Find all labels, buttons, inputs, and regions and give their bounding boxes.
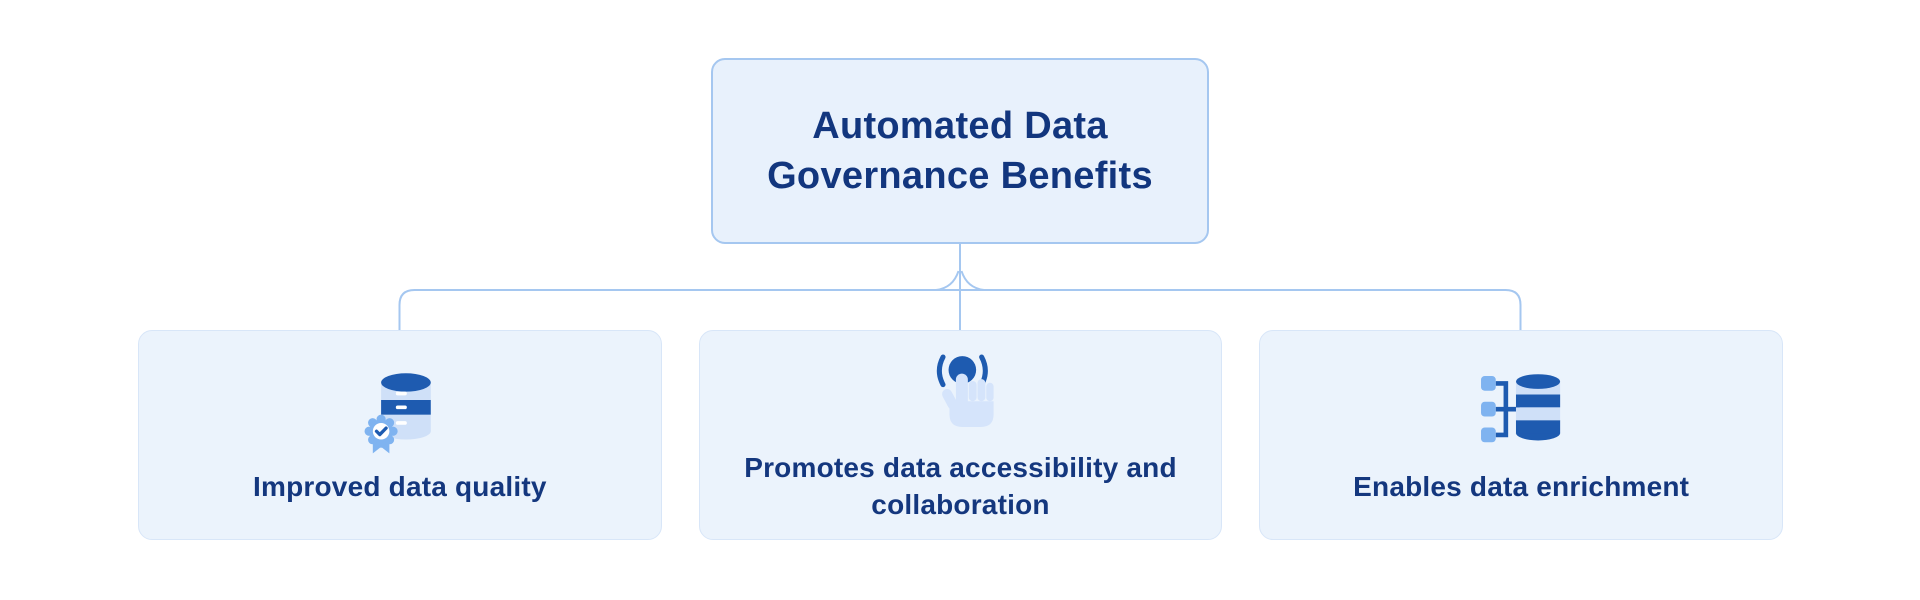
connector-branch	[398, 289, 1522, 330]
benefit-card-label: Promotes data accessibility and collabor…	[744, 452, 1177, 520]
connector-fillet-right	[960, 270, 985, 291]
benefit-card-label: Enables data enrichment	[1353, 470, 1690, 502]
tap-gesture-icon	[913, 346, 1008, 438]
database-enrichment-icon	[1474, 365, 1569, 457]
pointing-hand	[942, 373, 994, 428]
benefit-card-improved-data-quality: Improved data quality	[138, 330, 662, 540]
root-node-title: Automated Data Governance Benefits	[767, 104, 1153, 197]
award-badge	[364, 414, 398, 453]
root-node: Automated Data Governance Benefits	[711, 58, 1209, 244]
connector-fillet-left	[935, 270, 960, 291]
benefit-cards-row: Improved data quality	[138, 330, 1784, 540]
benefit-card-data-enrichment: Enables data enrichment	[1259, 330, 1784, 540]
certified-database-icon	[352, 365, 447, 457]
benefit-card-label: Improved data quality	[253, 470, 547, 502]
benefit-card-accessibility-collaboration: Promotes data accessibility and collabor…	[698, 330, 1223, 540]
